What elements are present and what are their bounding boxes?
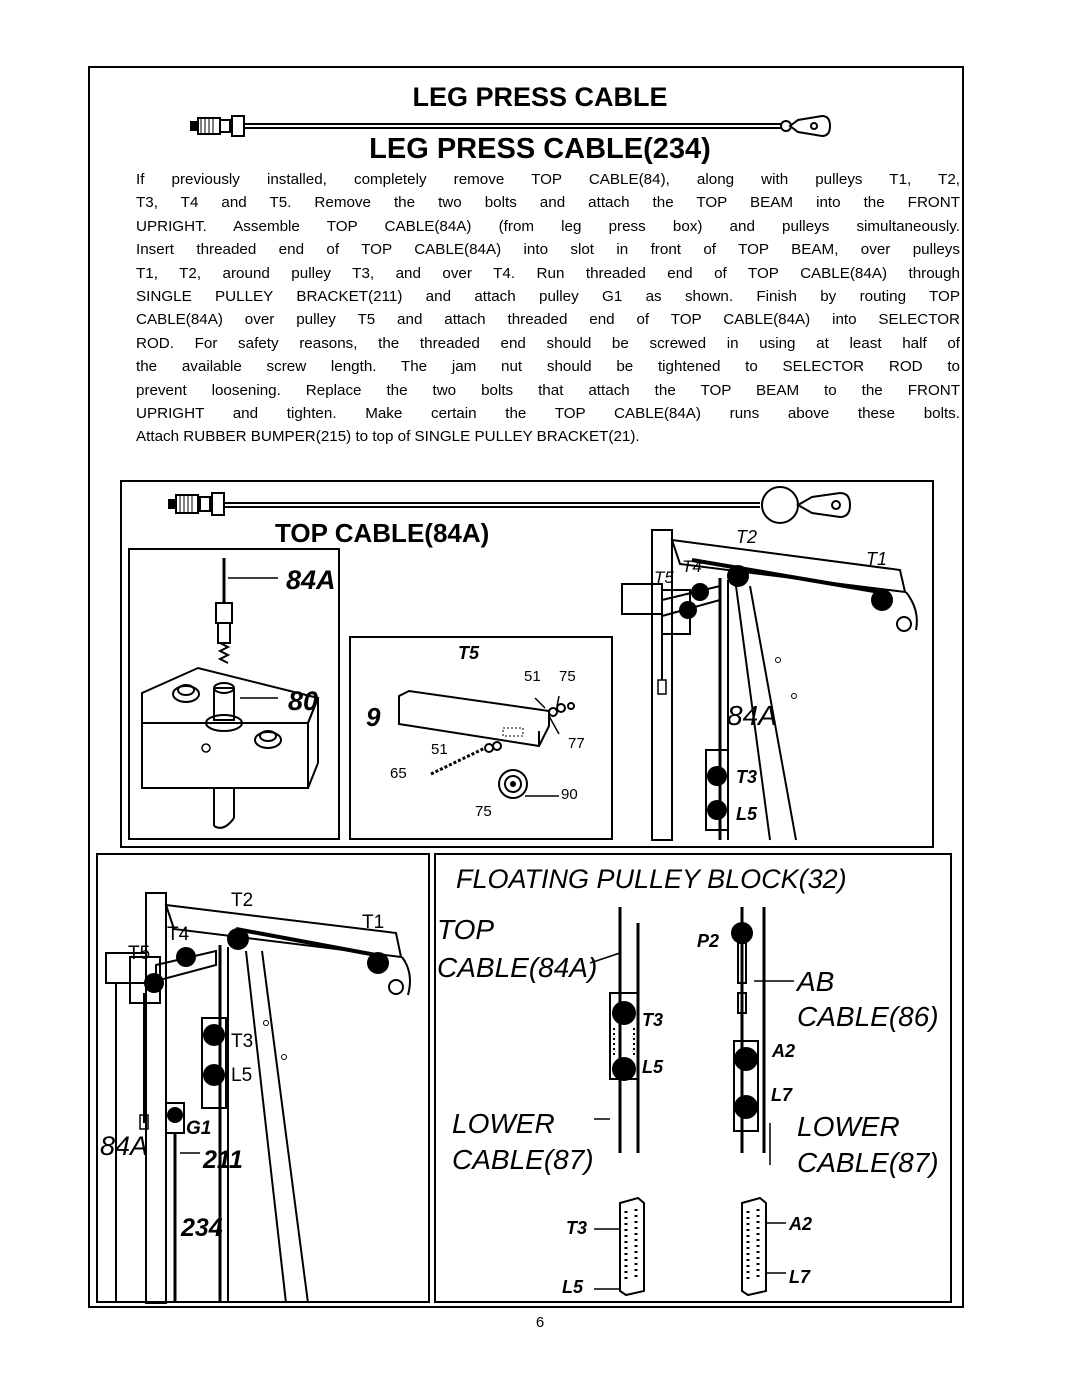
lower-cable-label-1: CABLE(87) [452,1144,594,1175]
floating-pulley-drawing [589,907,794,1297]
frame-label-t4: T4 [682,557,702,576]
routing-label-t1: T1 [362,912,385,933]
frame-label-l5: L5 [736,804,758,824]
routing-label-234: 234 [181,1214,223,1242]
instruction-line: Attach RUBBER BUMPER(215) to top of SING… [136,428,640,446]
instruction-line: the available screw length. The jam nut … [136,358,960,376]
t5-pulley-detail [349,636,613,840]
part-label-9: 9 [366,702,381,732]
floating-pulley-title: FLOATING PULLEY BLOCK(32) [456,864,847,894]
instructions-paragraph: If previously installed, completely remo… [136,168,960,449]
floating-pulley-panel [434,853,952,1303]
t5-detail-title: T5 [458,643,480,663]
routing-label-l5: L5 [231,1065,253,1086]
lower-cable-label-2: CABLE(87) [797,1147,939,1178]
routing-label-t4: T4 [167,924,190,945]
block-label-p2: P2 [697,931,720,951]
frame-label-84a: 84A [727,700,777,731]
frame-label-t1: T1 [866,549,888,569]
cable-label: LEG PRESS CABLE(234) [369,133,711,165]
frame-label-t5: T5 [654,568,674,587]
page-number: 6 [535,1314,545,1331]
full-routing-drawing [105,892,411,1304]
detail-part-77: 77 [568,735,585,752]
detail-part-90: 90 [561,786,578,803]
top-beam-frame-drawing [621,529,918,841]
top-label: TOP [437,914,495,945]
leg-press-cable-drawing [190,114,832,138]
detail-part-75: 75 [559,668,576,685]
routing-label-g1: G1 [186,1118,212,1139]
bracket-label-t3: T3 [566,1218,588,1238]
instruction-line: T1, T2, around pulley T3, and over T4. R… [136,264,960,282]
instruction-line: Insert threaded end of TOP CABLE(84A) in… [136,241,960,259]
ab-label: AB [797,966,835,997]
routing-label-84a: 84A [100,1131,149,1161]
routing-label-t2: T2 [231,890,254,911]
lower-label-1: LOWER [452,1108,555,1139]
block-label-a2: A2 [772,1041,796,1061]
detail-part-51b: 51 [431,741,448,758]
part-label-80: 80 [288,686,319,716]
instruction-line: prevent loosening. Replace the two bolts… [136,381,960,399]
bracket-label-a2: A2 [789,1214,813,1234]
page-frame [88,66,964,1308]
top-cable-label: CABLE(84A) [437,952,598,983]
detail-part-65: 65 [390,765,407,782]
routing-label-211: 211 [203,1146,243,1174]
lower-label-2: LOWER [797,1111,900,1142]
instruction-line: SINGLE PULLEY BRACKET(211) and attach pu… [136,288,960,306]
bracket-label-l7: L7 [789,1267,811,1287]
routing-label-t3: T3 [231,1031,254,1052]
top-cable-panel [120,480,934,848]
selector-rod-drawing [141,558,320,829]
block-label-l7: L7 [771,1085,793,1105]
full-routing-panel [96,853,430,1303]
instruction-line: If previously installed, completely remo… [136,171,960,188]
section-heading: LEG PRESS CABLE [412,82,668,112]
bracket-label-l5: L5 [562,1277,584,1297]
instruction-line: UPRIGHT and tighten. Make certain the TO… [136,405,960,423]
frame-label-t2: T2 [736,527,758,547]
block-label-t3: T3 [642,1010,664,1030]
instruction-line: T3, T4 and T5. Remove the two bolts and … [136,194,960,212]
routing-label-t5: T5 [128,943,151,964]
instruction-line: UPRIGHT. Assemble TOP CABLE(84A) (from l… [136,217,960,235]
top-cable-title: TOP CABLE(84A) [275,518,490,548]
part-label-84a: 84A [286,565,336,595]
block-label-l5: L5 [642,1057,664,1077]
ab-cable-label: CABLE(86) [797,1001,939,1032]
selector-rod-detail [128,548,340,840]
t5-detail-drawing [398,689,575,799]
frame-label-t3: T3 [736,767,758,787]
detail-part-51: 51 [524,668,541,685]
instruction-line: ROD. For safety reasons, the threaded en… [136,334,960,352]
instruction-line: CABLE(84A) over pulley T5 and attach thr… [136,311,960,329]
detail-part-75b: 75 [475,803,492,820]
top-cable-drawing [168,486,852,524]
